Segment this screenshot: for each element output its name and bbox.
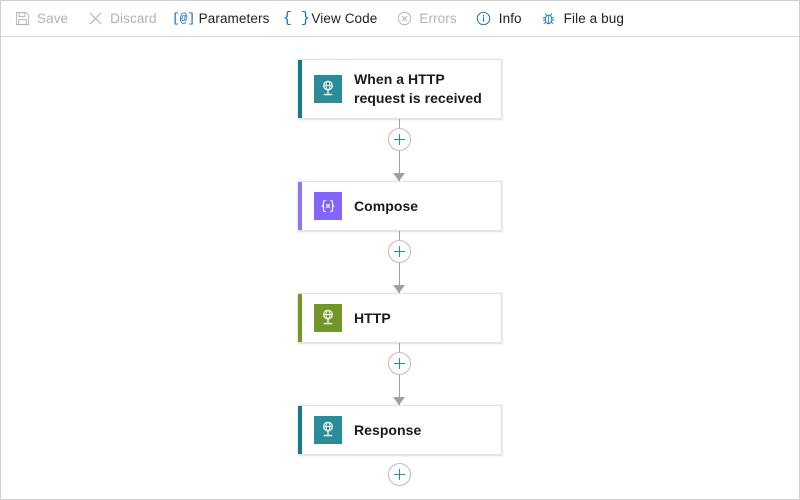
card-title: Response: [354, 421, 422, 438]
card-title: When a HTTP request is received: [354, 71, 482, 106]
save-icon: [13, 10, 31, 28]
workflow-card-response[interactable]: Response: [298, 405, 502, 455]
save-label: Save: [37, 11, 69, 26]
connector-arrow-icon: [393, 397, 405, 405]
card-accent-bar: [298, 294, 302, 342]
card-accent-bar: [298, 406, 302, 454]
parameters-icon: [@]: [171, 11, 196, 26]
designer-toolbar: Save Discard [@] Parameters { } View Cod…: [1, 1, 799, 37]
card-title: Compose: [354, 197, 419, 214]
view-code-button[interactable]: { } View Code: [282, 6, 378, 32]
info-icon: [475, 10, 493, 28]
card-content: HTTP: [302, 294, 489, 342]
add-step-button[interactable]: [388, 128, 411, 151]
errors-label: Errors: [419, 11, 457, 26]
parameters-button[interactable]: [@] Parameters: [171, 6, 270, 32]
workflow-connector: [298, 119, 502, 181]
designer-canvas[interactable]: When a HTTP request is received: [1, 38, 799, 499]
request-trigger-icon: [314, 75, 342, 103]
card-content: Response: [302, 406, 489, 454]
workflow-connector-tail: [298, 455, 502, 499]
connector-arrow-icon: [393, 285, 405, 293]
discard-button[interactable]: Discard: [86, 6, 157, 32]
save-button[interactable]: Save: [13, 6, 68, 32]
http-icon: [314, 304, 342, 332]
add-step-button[interactable]: [388, 352, 411, 375]
response-icon: [314, 416, 342, 444]
workflow-card-trigger[interactable]: When a HTTP request is received: [298, 59, 502, 119]
bug-icon: [540, 10, 558, 28]
card-accent-bar: [298, 182, 302, 230]
connector-arrow-icon: [393, 173, 405, 181]
workflow-flow: When a HTTP request is received: [298, 59, 502, 499]
parameters-label: Parameters: [198, 11, 270, 26]
view-code-label: View Code: [311, 11, 378, 26]
info-button[interactable]: Info: [475, 6, 522, 32]
add-step-button[interactable]: [388, 463, 411, 486]
card-title: HTTP: [354, 309, 391, 326]
discard-icon: [86, 10, 104, 28]
add-step-button[interactable]: [388, 240, 411, 263]
card-content: Compose: [302, 182, 489, 230]
plus-icon: [394, 358, 405, 369]
errors-button[interactable]: Errors: [395, 6, 457, 32]
plus-icon: [394, 134, 405, 145]
workflow-card-compose[interactable]: Compose: [298, 181, 502, 231]
discard-label: Discard: [110, 11, 157, 26]
workflow-connector: [298, 343, 502, 405]
errors-icon: [395, 10, 413, 28]
workflow-connector: [298, 231, 502, 293]
file-a-bug-label: File a bug: [563, 11, 624, 26]
card-content: When a HTTP request is received: [302, 60, 489, 118]
file-a-bug-button[interactable]: File a bug: [540, 6, 624, 32]
view-code-icon: { }: [282, 10, 310, 27]
plus-icon: [394, 469, 405, 480]
compose-icon: [314, 192, 342, 220]
info-label: Info: [498, 11, 522, 26]
plus-icon: [394, 246, 405, 257]
card-accent-bar: [298, 60, 302, 118]
workflow-card-http[interactable]: HTTP: [298, 293, 502, 343]
